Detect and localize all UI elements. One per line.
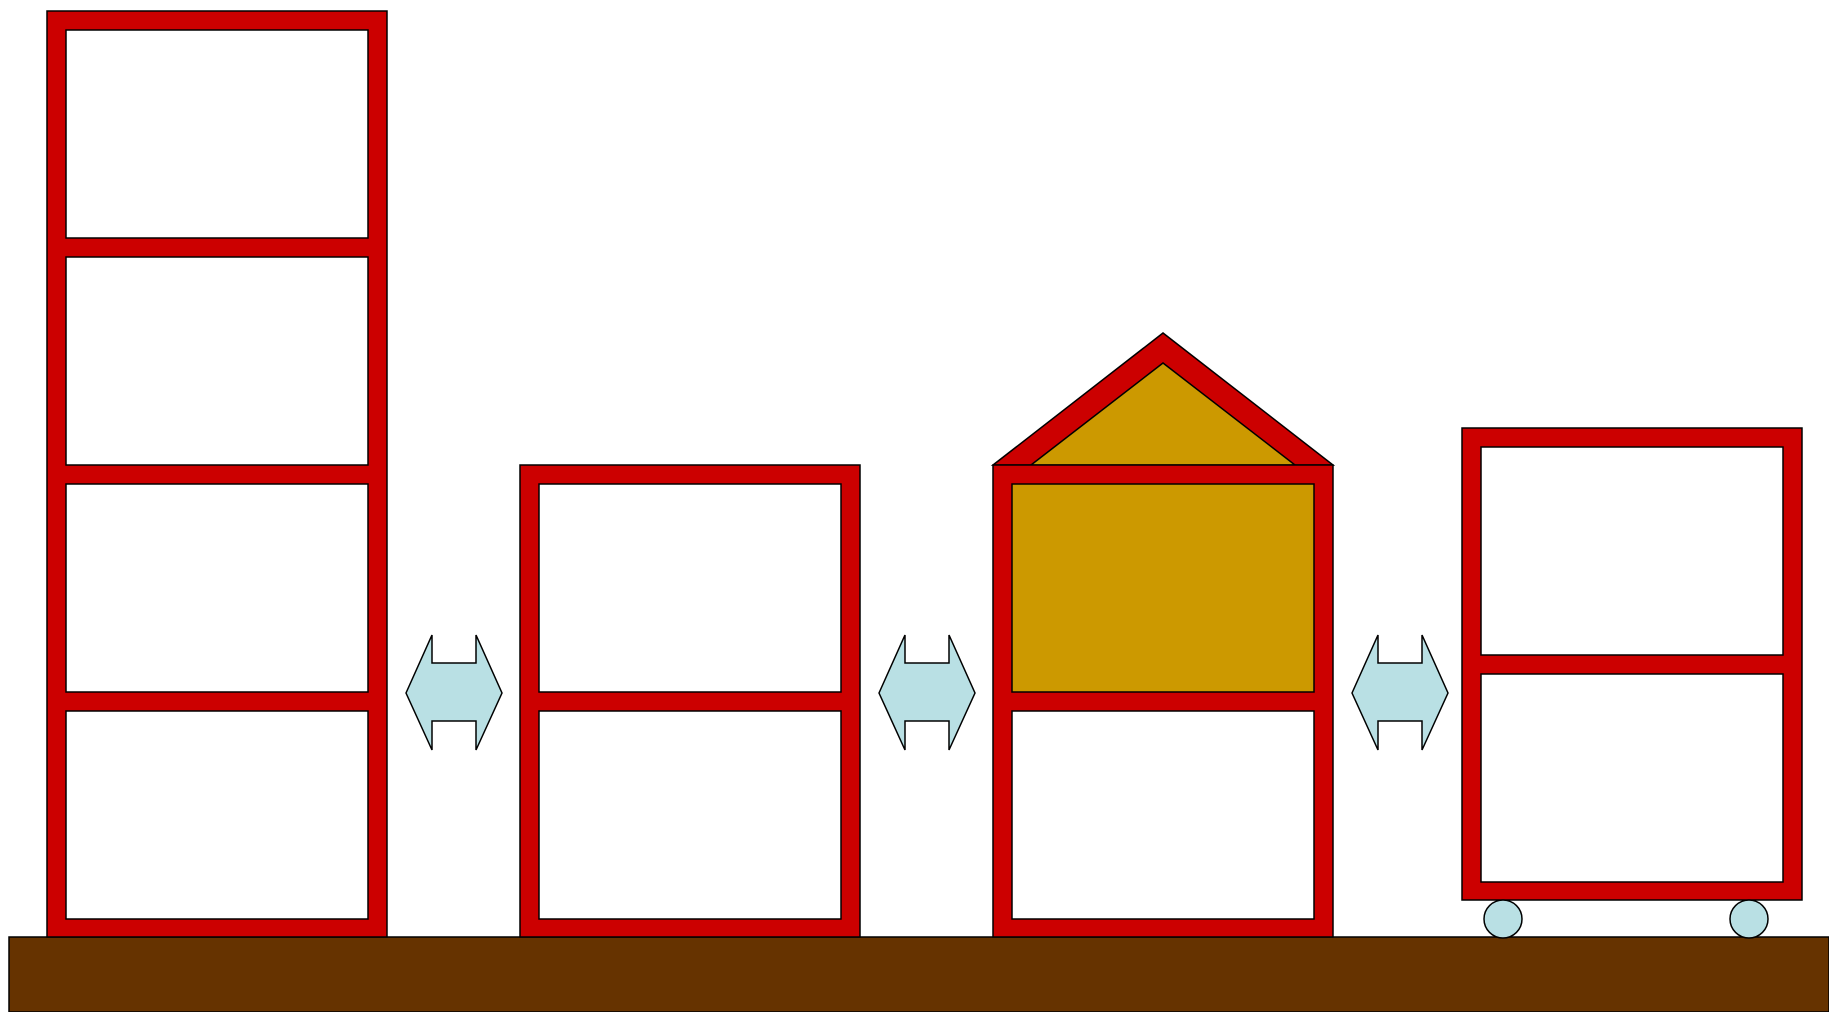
gabled-house [990, 332, 1336, 938]
room [65, 710, 369, 920]
tall-building [46, 10, 388, 938]
ground [8, 936, 1829, 1012]
two-storey-building [519, 464, 861, 938]
double-arrow-icon [878, 634, 976, 751]
wheel [1483, 899, 1523, 939]
wheeled-building [1461, 427, 1803, 939]
filled-room [1011, 483, 1315, 693]
room [65, 483, 369, 693]
room [538, 710, 842, 920]
room [65, 29, 369, 239]
room [1480, 446, 1784, 656]
double-arrow-icon [1351, 634, 1449, 751]
room [1011, 710, 1315, 920]
double-arrow-icon [405, 634, 503, 751]
wheel [1729, 899, 1769, 939]
room [538, 483, 842, 693]
room [65, 256, 369, 466]
room [1480, 673, 1784, 883]
